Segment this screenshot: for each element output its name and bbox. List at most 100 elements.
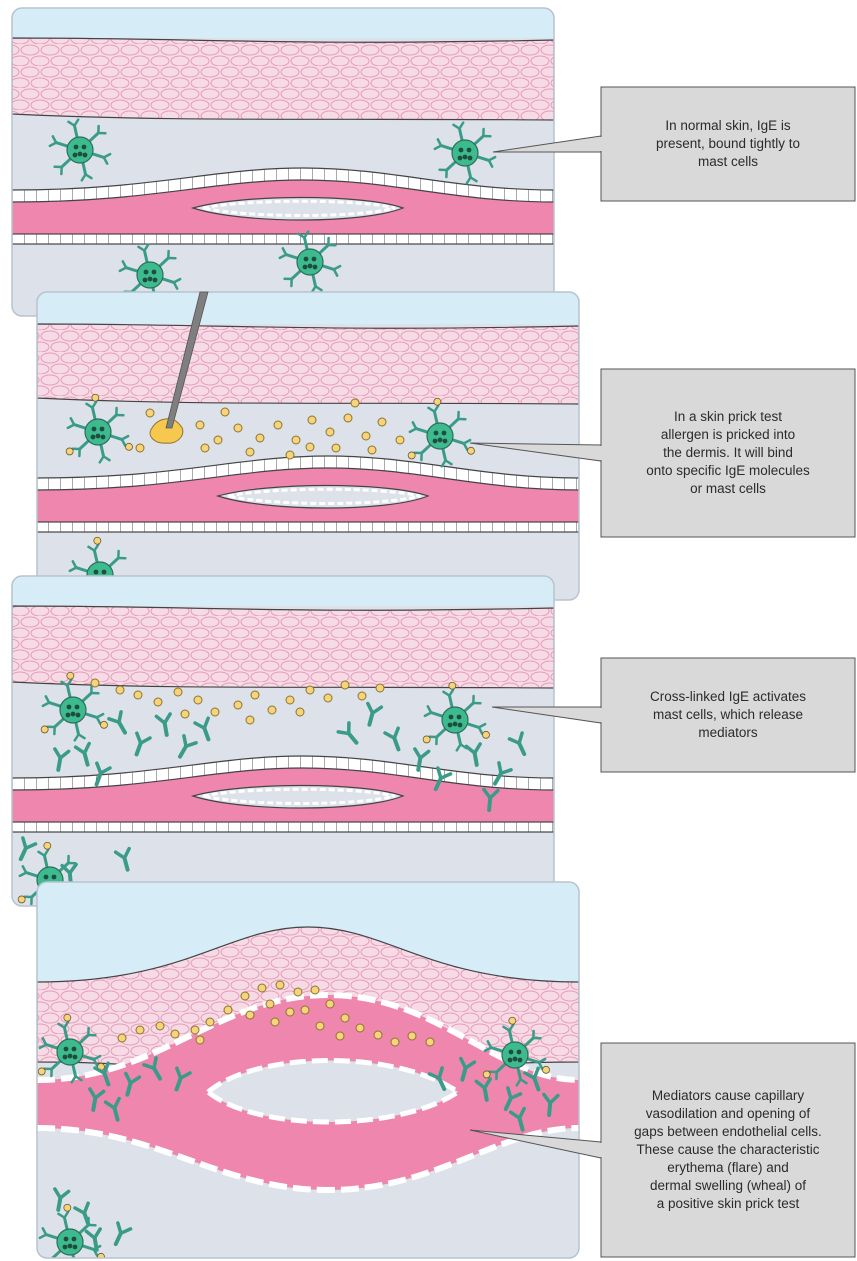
granule (438, 438, 443, 443)
allergen-particle (251, 691, 259, 699)
allergen-particle (136, 1026, 144, 1034)
granule (66, 713, 71, 718)
mast-cell-body (502, 1042, 528, 1068)
caption-line: mast cells (656, 153, 800, 171)
ige-stem (475, 753, 477, 765)
granule (308, 264, 313, 269)
ige-stem (165, 723, 167, 735)
mast-cell-body (452, 140, 478, 166)
allergen-particle (136, 444, 144, 452)
granule (148, 277, 153, 282)
granule (64, 1047, 69, 1052)
ige-stem (489, 798, 490, 810)
allergen-particle (368, 446, 376, 454)
allergen-particle (509, 1017, 516, 1024)
granule (467, 148, 472, 153)
air (12, 8, 554, 38)
granule (96, 434, 101, 439)
allergen-particle (67, 672, 74, 679)
mast-cell-body (57, 1229, 83, 1255)
granule (143, 278, 148, 283)
panel-activation (12, 576, 554, 910)
ige-stem (418, 758, 420, 770)
granule (63, 1055, 68, 1060)
granule (63, 1245, 68, 1250)
allergen-particle (306, 443, 314, 451)
granule (72, 1237, 77, 1242)
allergen-particle (92, 394, 99, 401)
allergen-particle (434, 398, 441, 405)
granule (312, 257, 317, 262)
allergen-particle (241, 992, 249, 1000)
granule (52, 875, 57, 880)
allergen-particle (134, 691, 142, 699)
granule (459, 148, 464, 153)
allergen-particle (324, 694, 332, 702)
allergen-particle (408, 452, 415, 459)
caption-line: dermal swelling (wheal) of (634, 1177, 822, 1195)
granule (73, 153, 78, 158)
allergen-particle (91, 679, 99, 687)
allergen-particle (358, 692, 366, 700)
allergen-particle (391, 1038, 399, 1046)
allergen-particle (64, 1014, 71, 1021)
allergen-particle (171, 1030, 179, 1038)
granule (102, 570, 107, 575)
ige-stem (95, 1238, 97, 1250)
granule (73, 1245, 78, 1250)
caption-line: gaps between endothelial cells. (634, 1123, 822, 1141)
caption-line: In a skin prick test (646, 408, 810, 426)
allergen-particle (66, 448, 73, 455)
caption-line: the dermis. It will bind (646, 444, 810, 462)
allergen-particle (268, 706, 276, 714)
allergen-particle (41, 726, 48, 733)
granule (82, 145, 87, 150)
caption-line: or mast cells (646, 480, 810, 498)
ige-stem (549, 1103, 550, 1115)
allergen-particle (351, 399, 359, 407)
allergen-particle (38, 1068, 45, 1075)
granule (76, 713, 81, 718)
allergen-particle (266, 1000, 274, 1008)
allergen-particle (116, 686, 124, 694)
granule (453, 722, 458, 727)
allergen-particle (356, 1024, 364, 1032)
allergen-particle (258, 984, 266, 992)
allergen-particle (376, 684, 384, 692)
allergen-particle (194, 696, 202, 704)
allergen-particle (301, 1006, 309, 1014)
granule (100, 427, 105, 432)
caption-wheal-flare: Mediators cause capillaryvasodilation an… (601, 1043, 855, 1257)
allergen-particle (396, 436, 404, 444)
granule (153, 278, 158, 283)
granule (68, 1054, 73, 1059)
mast-cell-body (60, 697, 86, 723)
granule (67, 705, 72, 710)
caption-line: mediators (650, 724, 806, 742)
allergen-particle (336, 1032, 344, 1040)
allergen-particle (118, 1034, 126, 1042)
caption-line: vasodilation and opening of (634, 1105, 822, 1123)
granule (73, 1055, 78, 1060)
allergen-particle (154, 698, 162, 706)
caption-line: allergen is pricked into (646, 426, 810, 444)
granule (304, 257, 309, 262)
allergen-particle (344, 414, 352, 422)
granule (513, 1057, 518, 1062)
allergen-particle (483, 1071, 490, 1078)
allergen-particle (201, 444, 209, 452)
ige-stem (58, 1198, 60, 1210)
air (37, 292, 579, 324)
allergen-particle (256, 434, 264, 442)
allergen-particle (94, 537, 101, 544)
allergen-particle (332, 444, 340, 452)
granule (449, 715, 454, 720)
granule (78, 152, 83, 157)
mast-cell-body (427, 423, 453, 449)
caption-line: mast cells, which release (650, 706, 806, 724)
endothelium-bottom (12, 822, 554, 832)
caption-line: These cause the characteristic (634, 1141, 822, 1159)
allergen-particle (276, 981, 284, 989)
allergen-particle (408, 1032, 416, 1040)
allergen-particle (146, 409, 154, 417)
